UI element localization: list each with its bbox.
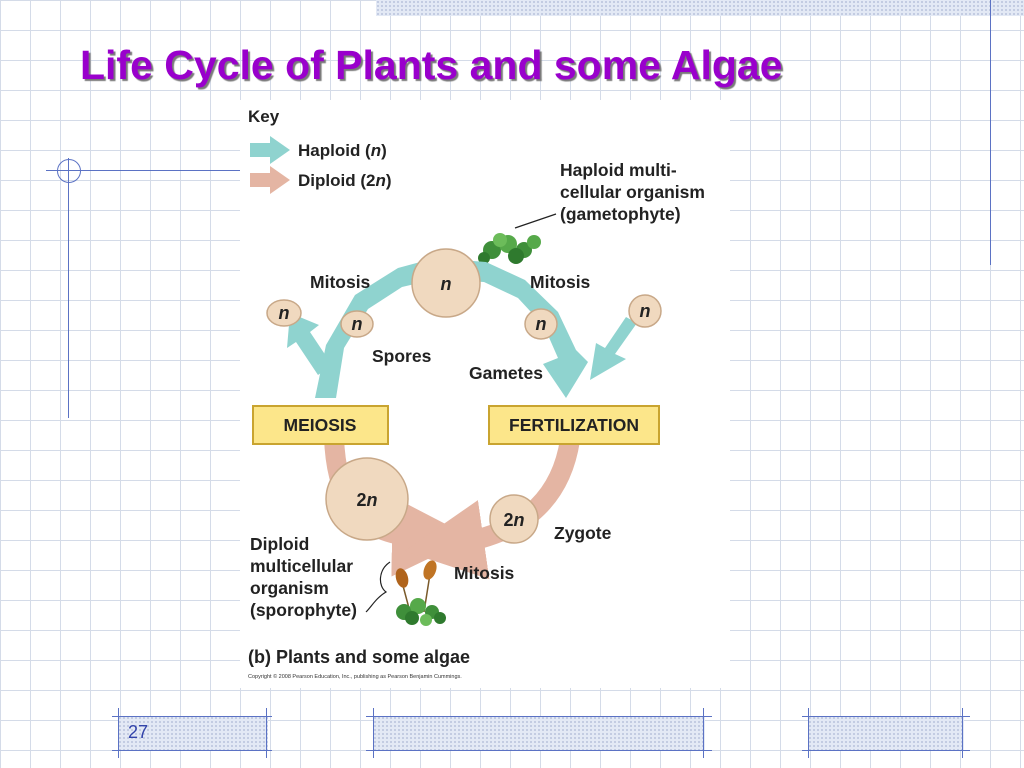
slide-title: Life Cycle of Plants and some Algae: [80, 42, 783, 88]
haploid-cycle-arrow: [315, 258, 588, 398]
key-haploid-arrow: [250, 136, 290, 164]
gamete-cell: n: [524, 308, 558, 340]
footer-band-left: [118, 716, 268, 750]
footer-rule-left-bottom: [112, 750, 272, 751]
footer-tick-4: [703, 708, 704, 758]
gametes-label: Gametes: [469, 363, 543, 383]
footer-band-center: [373, 716, 705, 750]
gametophyte-cell: n: [411, 248, 481, 318]
svg-text:2n: 2n: [503, 510, 524, 530]
svg-text:n: n: [441, 274, 452, 294]
footer-tick-6: [962, 708, 963, 758]
key-heading: Key: [248, 107, 280, 126]
footer-band-right: [808, 716, 964, 750]
footer-tick-3: [373, 708, 374, 758]
gametophyte-label-line2: cellular organism: [560, 182, 705, 202]
gametophyte-label-line3: (gametophyte): [560, 204, 681, 224]
sporophyte-plant-icon: [395, 560, 446, 626]
left-horizontal-rule: [46, 170, 246, 171]
right-vertical-rule: [990, 0, 991, 265]
mitosis-right-label: Mitosis: [530, 272, 591, 292]
diploid-mitosis-arrow: [404, 438, 580, 580]
footer-rule-center-top: [366, 716, 712, 717]
mitosis-bottom-label: Mitosis: [454, 563, 515, 583]
fertilization-box: FERTILIZATION: [488, 405, 660, 445]
gametophyte-pointer: [514, 213, 557, 229]
zygote-label: Zygote: [554, 523, 612, 543]
spore-cell: n: [340, 310, 374, 338]
gamete-join-arrow: [590, 317, 637, 380]
key-haploid-label: Haploid (n): [298, 141, 387, 160]
gametophyte-plant-icon: [478, 233, 541, 264]
svg-text:n: n: [640, 301, 651, 321]
spore-cell-left: n: [266, 299, 302, 327]
gametophyte-label-line1: Haploid multi-: [560, 160, 677, 180]
gamete-cell-right: n: [628, 294, 662, 328]
footer-rule-right-bottom: [802, 750, 970, 751]
svg-text:n: n: [352, 314, 363, 334]
zygote-cell: 2n: [489, 494, 539, 544]
sporophyte-cell: 2n: [325, 457, 409, 541]
page-number: 27: [128, 722, 149, 742]
copyright-notice: Copyright © 2008 Pearson Education, Inc.…: [248, 673, 462, 680]
life-cycle-diagram: Key Haploid (n) Diploid (2n) Haploid mul…: [248, 107, 705, 680]
footer-rule-center-bottom: [366, 750, 712, 751]
svg-text:FERTILIZATION: FERTILIZATION: [509, 415, 639, 435]
svg-text:n: n: [279, 303, 290, 323]
left-vertical-rule: [68, 158, 69, 418]
spore-release-arrow: [287, 313, 332, 375]
sporophyte-label-line3: organism: [250, 578, 329, 598]
sporophyte-label-line2: multicellular: [250, 556, 353, 576]
top-decorative-band: [376, 0, 1024, 16]
svg-text:n: n: [536, 314, 547, 334]
key-diploid-label: Diploid (2n): [298, 171, 392, 190]
svg-text:MEIOSIS: MEIOSIS: [284, 415, 357, 435]
mitosis-left-label: Mitosis: [310, 272, 371, 292]
footer-tick-2: [266, 708, 267, 758]
footer-tick-5: [808, 708, 809, 758]
figure-caption: (b) Plants and some algae: [248, 647, 470, 667]
footer-rule-right-top: [802, 716, 970, 717]
rule-circle-ornament: [57, 159, 81, 183]
sporophyte-bracket: [365, 561, 391, 613]
svg-text:2n: 2n: [356, 490, 377, 510]
footer-rule-left-top: [112, 716, 272, 717]
spores-label: Spores: [372, 346, 432, 366]
key-diploid-arrow: [250, 166, 290, 194]
meiosis-box: MEIOSIS: [252, 405, 389, 445]
life-cycle-figure: Key Haploid (n) Diploid (2n) Haploid mul…: [240, 100, 730, 688]
sporophyte-label-line1: Diploid: [250, 534, 309, 554]
sporophyte-label-line4: (sporophyte): [250, 600, 357, 620]
footer-tick-1: [118, 708, 119, 758]
